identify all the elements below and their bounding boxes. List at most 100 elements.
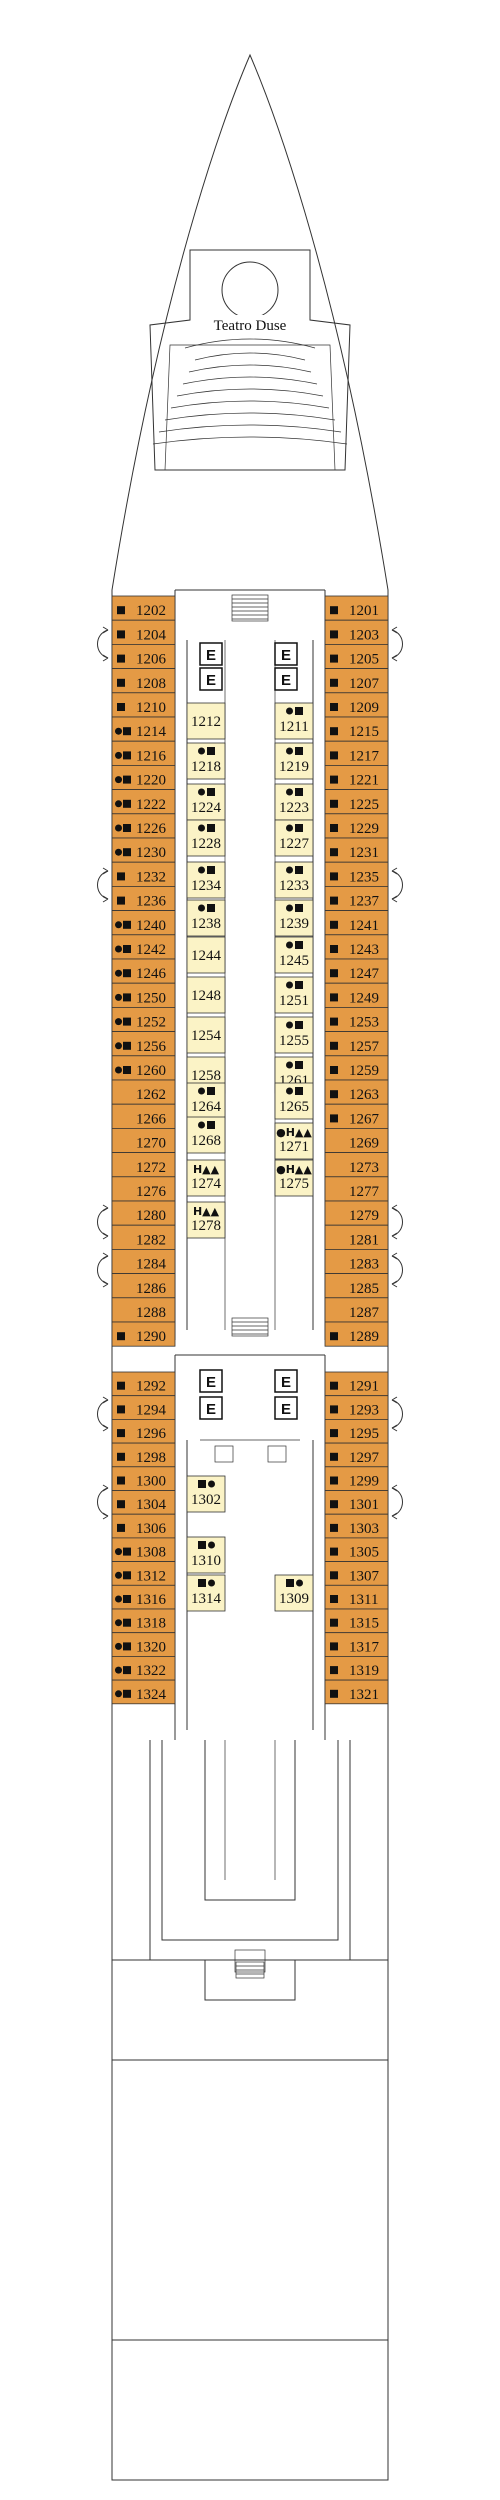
cabin-1231[interactable]: 1231 (324, 837, 389, 863)
cabin-1287[interactable]: 1287 (324, 1297, 389, 1323)
cabin-1225[interactable]: 1225 (324, 789, 389, 815)
cabin-1314[interactable]: 1314 (186, 1574, 226, 1612)
cabin-1295[interactable]: 1295 (324, 1419, 389, 1444)
cabin-1202[interactable]: 1202 (111, 595, 176, 621)
cabin-1279[interactable]: 1279 (324, 1200, 389, 1226)
cabin-1205[interactable]: 1205 (324, 644, 389, 670)
cabin-1290[interactable]: 1290 (111, 1321, 176, 1347)
cabin-1310[interactable]: 1310 (186, 1536, 226, 1574)
cabin-1245[interactable]: 1245 (274, 936, 314, 974)
cabin-1324[interactable]: 1324 (111, 1679, 176, 1705)
cabin-1263[interactable]: 1263 (324, 1079, 389, 1105)
cabin-1308[interactable]: 1308 (111, 1537, 176, 1563)
cabin-1312[interactable]: 1312 (111, 1561, 176, 1586)
cabin-1250[interactable]: 1250 (111, 982, 176, 1008)
cabin-1220[interactable]: 1220 (111, 765, 176, 791)
cabin-1320[interactable]: 1320 (111, 1632, 176, 1657)
cabin-1217[interactable]: 1217 (324, 740, 389, 766)
cabin-1224[interactable]: 1224 (186, 783, 226, 821)
cabin-1237[interactable]: 1237 (324, 886, 389, 912)
cabin-1291[interactable]: 1291 (324, 1371, 389, 1397)
cabin-1275[interactable]: ●H▲▲1275 (274, 1159, 314, 1197)
cabin-1311[interactable]: 1311 (324, 1584, 389, 1610)
cabin-1288[interactable]: 1288 (111, 1297, 176, 1323)
cabin-1212[interactable]: 1212 (186, 702, 226, 740)
cabin-1251[interactable]: 1251 (274, 976, 314, 1014)
cabin-1266[interactable]: 1266 (111, 1103, 176, 1129)
cabin-1253[interactable]: 1253 (324, 1007, 389, 1033)
cabin-1206[interactable]: 1206 (111, 644, 176, 670)
cabin-1265[interactable]: 1265 (274, 1082, 314, 1120)
cabin-1302[interactable]: 1302 (186, 1475, 226, 1513)
cabin-1235[interactable]: 1235 (324, 861, 389, 887)
cabin-1218[interactable]: 1218 (186, 742, 226, 780)
cabin-1240[interactable]: 1240 (111, 910, 176, 936)
cabin-1298[interactable]: 1298 (111, 1442, 176, 1468)
cabin-1269[interactable]: 1269 (324, 1128, 389, 1154)
cabin-1282[interactable]: 1282 (111, 1224, 176, 1250)
cabin-1238[interactable]: 1238 (186, 899, 226, 937)
cabin-1221[interactable]: 1221 (324, 765, 389, 791)
cabin-1273[interactable]: 1273 (324, 1152, 389, 1178)
cabin-1267[interactable]: 1267 (324, 1103, 389, 1129)
cabin-1229[interactable]: 1229 (324, 813, 389, 839)
cabin-1249[interactable]: 1249 (324, 982, 389, 1008)
cabin-1244[interactable]: 1244 (186, 936, 226, 974)
cabin-1276[interactable]: 1276 (111, 1176, 176, 1202)
cabin-1255[interactable]: 1255 (274, 1016, 314, 1054)
cabin-1234[interactable]: 1234 (186, 861, 226, 899)
cabin-1262[interactable]: 1262 (111, 1079, 176, 1105)
cabin-1281[interactable]: 1281 (324, 1224, 389, 1250)
cabin-1232[interactable]: 1232 (111, 861, 176, 887)
cabin-1228[interactable]: 1228 (186, 819, 226, 857)
cabin-1306[interactable]: 1306 (111, 1513, 176, 1539)
cabin-1316[interactable]: 1316 (111, 1584, 176, 1610)
cabin-1242[interactable]: 1242 (111, 934, 176, 960)
cabin-1233[interactable]: 1233 (274, 861, 314, 899)
cabin-1297[interactable]: 1297 (324, 1442, 389, 1468)
cabin-1300[interactable]: 1300 (111, 1466, 176, 1491)
cabin-1254[interactable]: 1254 (186, 1016, 226, 1054)
cabin-1317[interactable]: 1317 (324, 1632, 389, 1657)
cabin-1283[interactable]: 1283 (324, 1249, 389, 1275)
cabin-1307[interactable]: 1307 (324, 1561, 389, 1586)
cabin-1305[interactable]: 1305 (324, 1537, 389, 1563)
cabin-1278[interactable]: H▲▲1278 (186, 1201, 226, 1239)
cabin-1272[interactable]: 1272 (111, 1152, 176, 1178)
cabin-1280[interactable]: 1280 (111, 1200, 176, 1226)
cabin-1227[interactable]: 1227 (274, 819, 314, 857)
cabin-1256[interactable]: 1256 (111, 1031, 176, 1057)
cabin-1226[interactable]: 1226 (111, 813, 176, 839)
cabin-1289[interactable]: 1289 (324, 1321, 389, 1347)
cabin-1277[interactable]: 1277 (324, 1176, 389, 1202)
cabin-1216[interactable]: 1216 (111, 740, 176, 766)
cabin-1268[interactable]: 1268 (186, 1116, 226, 1154)
cabin-1271[interactable]: ●H▲▲1271 (274, 1122, 314, 1160)
cabin-1222[interactable]: 1222 (111, 789, 176, 815)
cabin-1210[interactable]: 1210 (111, 692, 176, 718)
cabin-1247[interactable]: 1247 (324, 958, 389, 984)
cabin-1223[interactable]: 1223 (274, 783, 314, 821)
cabin-1207[interactable]: 1207 (324, 668, 389, 694)
cabin-1322[interactable]: 1322 (111, 1656, 176, 1681)
cabin-1241[interactable]: 1241 (324, 910, 389, 936)
cabin-1293[interactable]: 1293 (324, 1395, 389, 1420)
cabin-1285[interactable]: 1285 (324, 1273, 389, 1299)
cabin-1299[interactable]: 1299 (324, 1466, 389, 1491)
cabin-1294[interactable]: 1294 (111, 1395, 176, 1420)
cabin-1259[interactable]: 1259 (324, 1055, 389, 1081)
cabin-1309[interactable]: 1309 (274, 1574, 314, 1612)
cabin-1318[interactable]: 1318 (111, 1608, 176, 1634)
cabin-1319[interactable]: 1319 (324, 1656, 389, 1681)
cabin-1270[interactable]: 1270 (111, 1128, 176, 1154)
cabin-1201[interactable]: 1201 (324, 595, 389, 621)
cabin-1203[interactable]: 1203 (324, 619, 389, 645)
cabin-1286[interactable]: 1286 (111, 1273, 176, 1299)
cabin-1219[interactable]: 1219 (274, 742, 314, 780)
cabin-1284[interactable]: 1284 (111, 1249, 176, 1275)
cabin-1296[interactable]: 1296 (111, 1419, 176, 1444)
cabin-1209[interactable]: 1209 (324, 692, 389, 718)
cabin-1236[interactable]: 1236 (111, 886, 176, 912)
cabin-1204[interactable]: 1204 (111, 619, 176, 645)
cabin-1211[interactable]: 1211 (274, 702, 314, 740)
